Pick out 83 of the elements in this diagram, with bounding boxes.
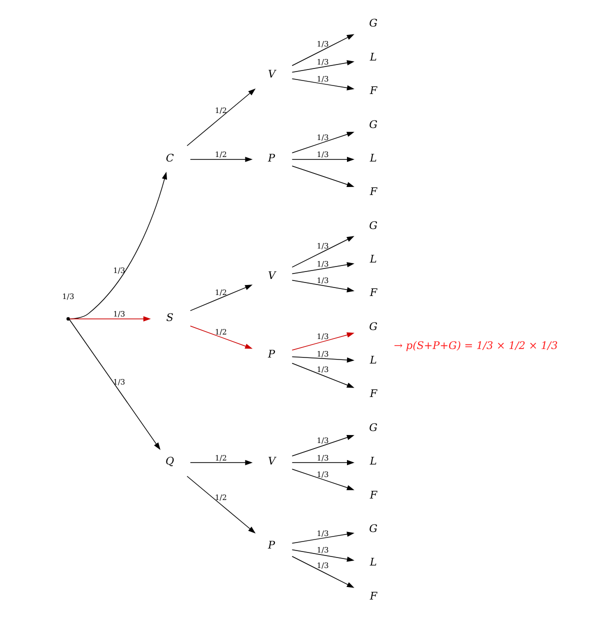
arrow — [292, 132, 354, 154]
arrow — [292, 532, 354, 544]
edge-label: 1/3 — [113, 266, 126, 276]
node-text: P — [268, 152, 276, 164]
node-label: → p(S+P+G) = 1/3 × 1/2 × 1/3 — [394, 340, 558, 352]
arrow — [186, 88, 256, 146]
arrow — [190, 284, 253, 312]
node-text: G — [369, 220, 378, 232]
edge-label: 1/3 — [316, 453, 329, 462]
arrow — [69, 316, 151, 322]
arrow — [292, 460, 354, 466]
node-text: V — [268, 456, 276, 468]
edge-label: 1/3 — [316, 470, 329, 479]
edge-label: 1/3 — [316, 74, 329, 84]
edge-label: 1/2 — [214, 106, 227, 116]
edge-label: 1/2 — [214, 493, 227, 502]
arrow — [292, 156, 354, 162]
node-text: L — [370, 51, 377, 64]
edge-label: 1/3 — [316, 57, 329, 66]
node-text: P — [268, 539, 276, 552]
arrow — [190, 326, 253, 349]
node-text: G — [369, 118, 378, 131]
edge-label: 1/3 — [316, 259, 329, 268]
arrow — [292, 332, 354, 350]
edge-label: 1/2 — [214, 150, 227, 160]
edge-label: 1/3 — [316, 332, 329, 342]
arrow — [69, 172, 168, 320]
node-text: L — [370, 253, 377, 266]
node-text: L — [370, 152, 377, 164]
node-text: F — [370, 388, 378, 400]
arrow — [292, 236, 354, 268]
arrow — [292, 60, 354, 73]
edge-label: 1/3 — [316, 150, 329, 160]
arrow — [292, 78, 354, 90]
node-text: V — [268, 68, 276, 81]
arrow — [292, 356, 354, 363]
edge-label: 1/3 — [316, 528, 329, 538]
arrow — [292, 166, 354, 188]
node-text: L — [370, 456, 377, 468]
edge-label: 1/3 — [113, 378, 126, 387]
node-text: L — [370, 556, 377, 569]
arrow — [292, 556, 354, 588]
arrow — [292, 362, 354, 388]
node-text: Q — [166, 456, 174, 468]
edge-label: 1/3 — [316, 436, 329, 446]
node-text: V — [268, 270, 276, 282]
node-text: G — [369, 422, 378, 434]
arrow — [69, 319, 160, 450]
edge-label: 1/3 — [316, 276, 329, 285]
node-text: G — [369, 522, 378, 535]
node-text: G — [369, 18, 378, 30]
node-text: F — [370, 85, 378, 98]
node-text: L — [370, 354, 377, 367]
arrow — [292, 468, 354, 490]
node-text: F — [370, 489, 378, 502]
edge-label: 1/2 — [214, 453, 227, 462]
edge-label: 1/3 — [316, 561, 329, 570]
arrow — [190, 460, 253, 466]
node-text: F — [370, 287, 378, 300]
edge-label: 1/2 — [214, 288, 227, 297]
arrow — [292, 280, 354, 292]
node-text: F — [370, 186, 378, 198]
arrow — [292, 34, 354, 66]
node-text: C — [166, 152, 174, 164]
edge-label: 1/3 — [316, 241, 329, 250]
edge-label: 1/2 — [214, 328, 227, 337]
edge-label: 1/3 — [316, 39, 329, 48]
node-text: S — [166, 312, 174, 324]
arrow — [292, 549, 354, 562]
arrow — [190, 156, 253, 162]
arrow — [292, 434, 354, 456]
node-text: P — [268, 348, 276, 361]
edge-label: 1/3 — [316, 349, 329, 358]
node-point — [66, 317, 70, 321]
node-text: G — [369, 320, 378, 333]
node-text: F — [370, 590, 378, 602]
edge-label: 1/3 — [113, 310, 126, 319]
edge-label: 1/3 — [316, 545, 329, 554]
edge-label: 1/3 — [316, 132, 329, 142]
edge-label: 1/3 — [316, 365, 329, 374]
arrow — [292, 262, 354, 274]
arrow — [186, 476, 256, 534]
label: 1/3 — [62, 292, 74, 302]
